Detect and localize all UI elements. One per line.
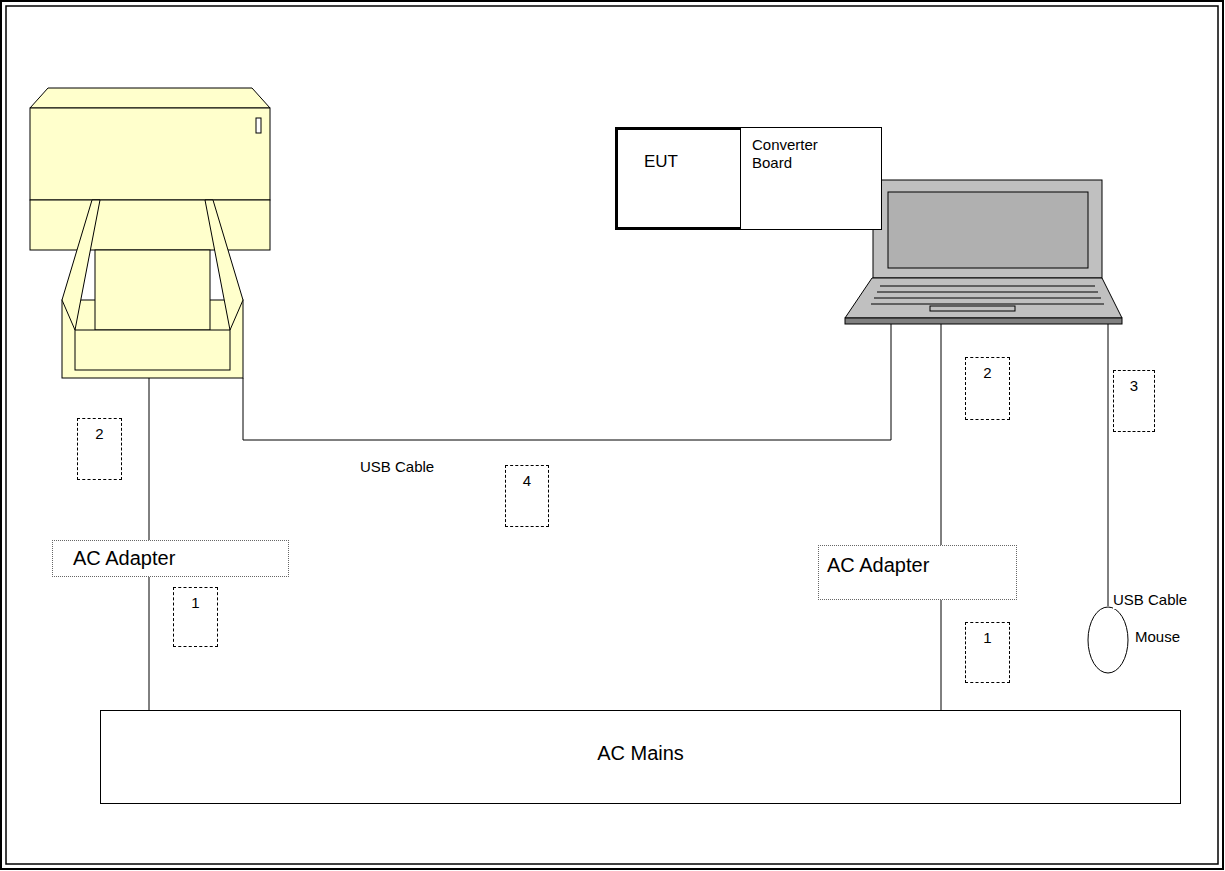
power-cable bbox=[941, 600, 942, 710]
cable-label: USB Cable bbox=[360, 458, 434, 476]
inner-frame bbox=[6, 6, 1218, 864]
node-label: Converter Board bbox=[752, 136, 832, 172]
laptop-keyboard-deck bbox=[845, 278, 1122, 318]
mouse-shape bbox=[1088, 607, 1128, 673]
callout-number: 3 bbox=[1113, 370, 1155, 432]
laptop-key-row bbox=[877, 292, 1098, 293]
laptop-key-row bbox=[874, 298, 1101, 299]
laptop-screen-frame bbox=[873, 180, 1102, 278]
printer-slot bbox=[256, 118, 261, 133]
printer-lower-body bbox=[30, 200, 270, 250]
printer-tray-side bbox=[62, 200, 100, 330]
laptop-illustration bbox=[845, 180, 1122, 324]
printer-power-cable bbox=[149, 378, 150, 540]
mouse-usb-cable bbox=[1108, 324, 1109, 606]
printer-body bbox=[30, 108, 270, 200]
equipment-box: AC Adapter bbox=[818, 545, 1017, 600]
mouse-outline bbox=[1087, 606, 1129, 674]
node-label: AC Adapter bbox=[73, 546, 288, 570]
equipment-box: AC Adapter bbox=[52, 540, 289, 577]
cables bbox=[149, 324, 1108, 606]
laptop-power-cable bbox=[941, 324, 942, 545]
printer-illustration bbox=[30, 88, 270, 378]
equipment-box: Converter Board bbox=[740, 127, 882, 230]
equipment-box: AC Mains bbox=[100, 710, 1181, 804]
callout-number: 1 bbox=[173, 587, 218, 647]
callout-number: 2 bbox=[77, 418, 122, 480]
usb-cable bbox=[243, 324, 891, 440]
power-cable bbox=[149, 577, 150, 710]
printer-tray-slot bbox=[95, 250, 210, 330]
laptop-screen bbox=[888, 192, 1088, 268]
printer-top bbox=[30, 88, 270, 108]
laptop-key-row bbox=[871, 304, 1104, 305]
callout-number: 1 bbox=[965, 622, 1010, 683]
printer-tray bbox=[75, 330, 230, 370]
callout-number: 4 bbox=[505, 465, 549, 527]
node-label: AC Mains bbox=[101, 741, 1180, 765]
device-ellipse: Mouse bbox=[1087, 606, 1129, 674]
node-label: AC Adapter bbox=[827, 553, 1016, 577]
printer-tray-side bbox=[205, 200, 243, 330]
node-label: Mouse bbox=[1135, 628, 1180, 646]
cable-label: USB Cable bbox=[1113, 591, 1187, 609]
laptop-base bbox=[845, 318, 1122, 324]
laptop-key-row bbox=[880, 286, 1095, 287]
laptop-space-bar bbox=[930, 306, 1015, 311]
callout-number: 2 bbox=[965, 357, 1010, 420]
